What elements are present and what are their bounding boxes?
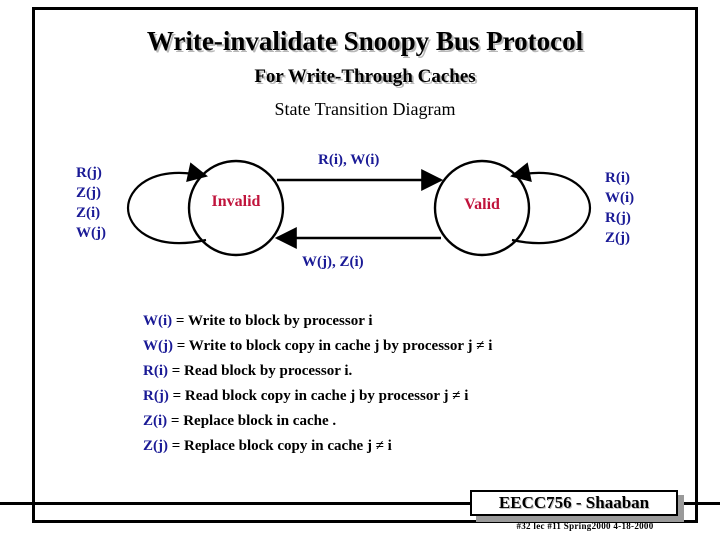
transition-label-valid-to-invalid: W(j), Z(i)	[302, 254, 364, 270]
event-label: W(j)	[76, 225, 106, 241]
legend-symbol: W(i)	[143, 313, 173, 329]
footer-metadata: #32 lec #11 Spring2000 4-18-2000	[516, 521, 654, 531]
state-label-invalid: Invalid	[211, 193, 261, 210]
legend-description: = Read block by processor i.	[171, 363, 353, 379]
event-label: Z(j)	[605, 230, 630, 246]
page-subtitle: For Write-Through Caches	[254, 66, 476, 87]
legend-symbol: R(j)	[143, 388, 169, 404]
footer-banner: EECC756 - Shaaban	[470, 490, 678, 516]
legend-item: Z(i) = Replace block in cache .	[143, 409, 613, 434]
invalid-self-loop-events: R(j) Z(j) Z(i) W(j)	[76, 163, 106, 243]
legend-item: W(i) = Write to block by processor i	[143, 309, 613, 334]
legend-description: = Read block copy in cache j by processo…	[172, 388, 469, 404]
legend-description: = Replace block copy in cache j ≠ i	[171, 438, 392, 454]
legend-item: R(i) = Read block by processor i.	[143, 359, 613, 384]
event-label: R(i)	[605, 170, 630, 186]
legend-item: Z(j) = Replace block copy in cache j ≠ i	[143, 434, 613, 459]
slide-border-frame	[32, 7, 698, 523]
footer-course-title: EECC756 - Shaaban	[498, 493, 650, 512]
footer-rule-right	[683, 502, 720, 505]
legend-description: = Write to block copy in cache j by proc…	[176, 338, 493, 354]
event-label: R(j)	[76, 165, 102, 181]
event-label: Z(j)	[76, 185, 101, 201]
state-label-valid: Valid	[464, 196, 500, 213]
legend-list: W(i) = Write to block by processor i W(j…	[143, 309, 613, 459]
legend-item: W(j) = Write to block copy in cache j by…	[143, 334, 613, 359]
event-label: Z(i)	[76, 205, 101, 221]
transition-label-invalid-to-valid: R(i), W(i)	[318, 152, 380, 168]
legend-description: = Write to block by processor i	[175, 313, 373, 329]
event-label: W(i)	[605, 190, 635, 206]
legend-item: R(j) = Read block copy in cache j by pro…	[143, 384, 613, 409]
legend-symbol: W(j)	[143, 338, 173, 354]
legend-symbol: Z(j)	[143, 438, 168, 454]
legend-symbol: R(i)	[143, 363, 168, 379]
event-label: R(j)	[605, 210, 631, 226]
valid-self-loop-events: R(i) W(i) R(j) Z(j)	[605, 168, 634, 248]
legend-symbol: Z(i)	[143, 413, 168, 429]
page-subsubtitle: State Transition Diagram	[274, 99, 456, 119]
page-title: Write-invalidate Snoopy Bus Protocol	[146, 26, 584, 56]
footer-rule-left	[0, 502, 475, 505]
legend-description: = Replace block in cache .	[170, 413, 337, 429]
